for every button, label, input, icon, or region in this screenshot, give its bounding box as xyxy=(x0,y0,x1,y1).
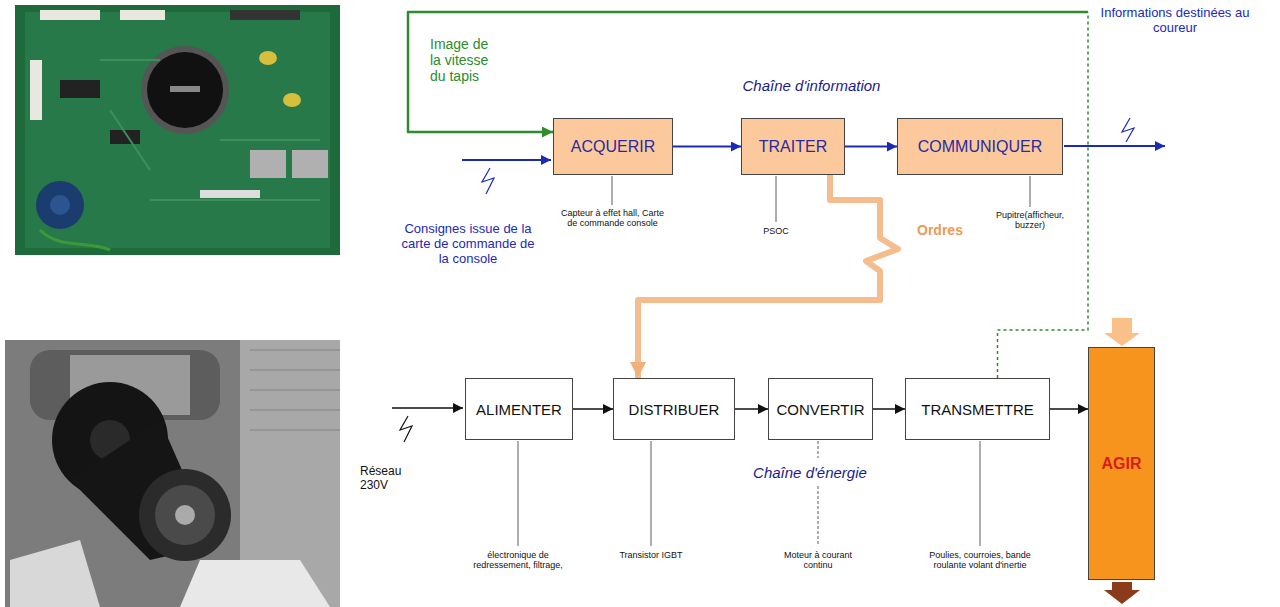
function-name: DISTRIBUER xyxy=(629,401,720,418)
connector-line xyxy=(408,12,1088,132)
component-note: PSOC xyxy=(746,226,806,236)
connector-line xyxy=(573,408,613,410)
function-name: COMMUNIQUER xyxy=(918,138,1042,156)
connector xyxy=(638,175,898,378)
connector xyxy=(573,409,613,410)
function-name: CONVERTIR xyxy=(776,401,864,418)
function-box: ALIMENTER xyxy=(465,378,573,440)
input-signal-label: Consignes issue de la carte de commande … xyxy=(398,222,538,267)
function-box: TRAITER xyxy=(741,118,845,175)
chain-title-box: Chaîne d'information xyxy=(703,70,920,100)
function-name: TRAITER xyxy=(759,138,827,156)
function-name: TRANSMETTRE xyxy=(921,401,1034,418)
component-note: Pupitre(afficheur, buzzer) xyxy=(984,210,1076,231)
connector-line xyxy=(998,12,1089,378)
connector-line xyxy=(873,408,905,410)
action-box: AGIR xyxy=(1088,347,1155,580)
connector-line xyxy=(638,175,898,378)
component-note: Moteur à courant continu xyxy=(773,550,863,571)
connector-line xyxy=(735,408,768,410)
power-source-label: Réseau 230V xyxy=(360,465,410,493)
motor-pulley-photo xyxy=(5,340,340,607)
function-name: ACQUERIR xyxy=(571,138,655,156)
connector-line xyxy=(1050,408,1088,410)
function-box: TRANSMETTRE xyxy=(905,378,1050,440)
connector xyxy=(1050,409,1088,410)
connector-line xyxy=(845,146,897,148)
function-box: CONVERTIR xyxy=(768,378,873,440)
connector-line xyxy=(673,146,741,148)
connector xyxy=(873,409,905,410)
connector xyxy=(673,146,741,147)
output-arrow xyxy=(1104,582,1140,604)
leader-lines xyxy=(518,176,1030,546)
connector xyxy=(845,146,897,147)
circuit-board-photo xyxy=(15,5,340,255)
feedback-label: Image de la vitesse du tapis xyxy=(430,36,498,84)
output-signal-label: Informations destinées au coureur xyxy=(1096,6,1254,36)
function-box: ACQUERIR xyxy=(553,118,673,175)
connector xyxy=(408,12,1088,378)
function-box: COMMUNIQUER xyxy=(897,118,1063,175)
function-name: AGIR xyxy=(1102,455,1142,473)
component-note: Capteur à effet hall, Carte de commande … xyxy=(555,208,670,229)
function-name: ALIMENTER xyxy=(476,401,562,418)
component-note: Poulies, courroies, bande roulante volan… xyxy=(920,550,1040,571)
component-note: Transistor IGBT xyxy=(606,550,696,560)
chain-band: Chaîne d'énergie ALIMENTER DISTRIBUER CONVE… xyxy=(445,355,1175,518)
connector xyxy=(735,409,768,410)
chain-title-box: Chaîne d'énergie xyxy=(700,458,920,486)
order-label: Ordres xyxy=(905,222,975,238)
component-note: électronique de redressement, filtrage, xyxy=(463,550,573,571)
chain-title: Chaîne d'information xyxy=(743,77,881,94)
signal-wires xyxy=(392,118,1165,442)
chain-band: Chaîne d'informationACQUERIR TRAITER COMMU… xyxy=(513,40,1117,190)
chain-title: Chaîne d'énergie xyxy=(753,464,867,481)
function-box: DISTRIBUER xyxy=(613,378,735,440)
input-arrow xyxy=(1104,318,1140,346)
